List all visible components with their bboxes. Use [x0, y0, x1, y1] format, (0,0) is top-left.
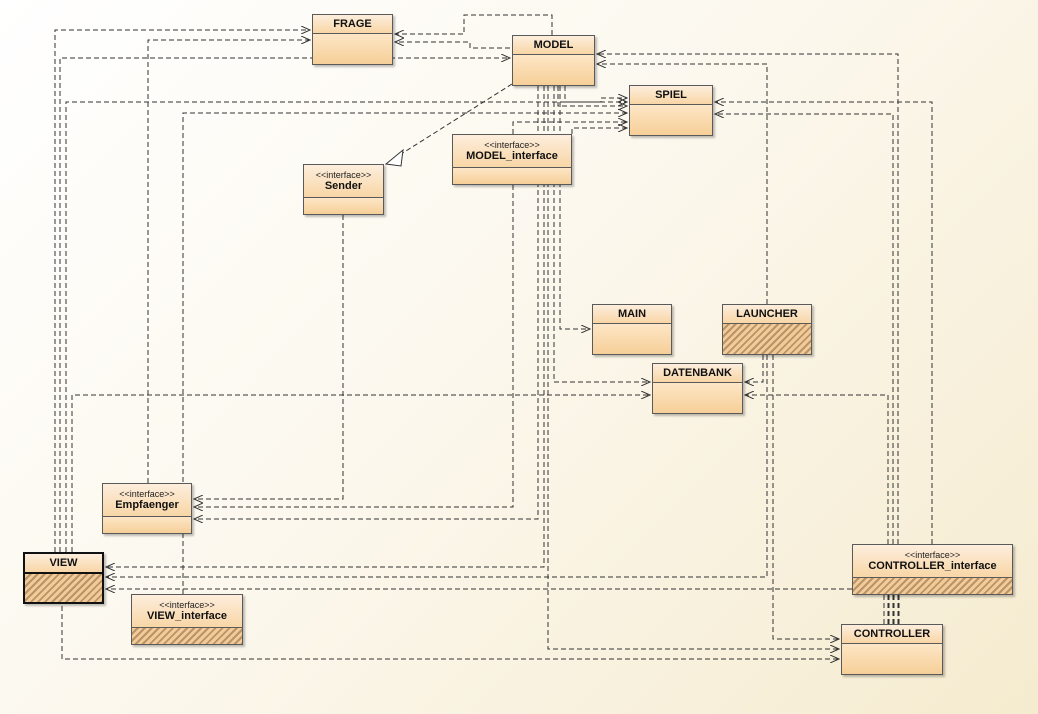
class-name: Empfaenger	[115, 499, 179, 511]
class-launcher[interactable]: LAUNCHER	[722, 304, 812, 355]
class-datenbank[interactable]: DATENBANK	[652, 363, 743, 414]
class-name: MODEL	[533, 39, 574, 51]
class-name: FRAGE	[333, 18, 372, 30]
class-name: DATENBANK	[663, 367, 732, 379]
dependency-edge	[71, 395, 650, 552]
class-name: MODEL_interface	[466, 150, 558, 162]
class-model-interface[interactable]: <<interface>> MODEL_interface	[452, 134, 572, 185]
dependency-edge	[61, 606, 839, 659]
dependency-edge	[772, 355, 839, 639]
class-name: Sender	[324, 180, 363, 192]
class-spiel[interactable]: SPIEL	[629, 85, 713, 136]
dependency-edge	[194, 86, 539, 519]
stereotype-label: <<interface>>	[484, 140, 540, 150]
dependency-edge	[106, 86, 545, 567]
dependency-edge	[194, 215, 344, 499]
stereotype-label: <<interface>>	[315, 170, 372, 180]
dependency-edge	[597, 54, 899, 624]
class-name: SPIEL	[655, 89, 687, 101]
dependency-edge	[395, 42, 510, 49]
dependency-edge	[194, 185, 514, 507]
class-main[interactable]: MAIN	[592, 304, 672, 355]
realization-triangle-icon	[384, 148, 404, 167]
dependency-edge	[59, 58, 510, 552]
dependency-edge	[512, 122, 627, 134]
class-sender[interactable]: <<interface>> Sender	[303, 164, 384, 215]
class-name: CONTROLLER_interface	[868, 560, 997, 572]
class-name: CONTROLLER	[853, 628, 931, 640]
dependency-edge	[106, 355, 768, 577]
class-frage[interactable]: FRAGE	[312, 14, 393, 65]
class-name: VIEW_interface	[146, 610, 228, 622]
class-controller-interface[interactable]: <<interface>> CONTROLLER_interface	[852, 544, 1013, 595]
dependency-edge	[547, 86, 839, 649]
stereotype-label: <<interface>>	[159, 600, 215, 610]
dependency-edge	[571, 128, 627, 134]
dependency-edge	[564, 86, 627, 103]
stereotype-label: <<interface>>	[119, 489, 175, 499]
class-empfaenger[interactable]: <<interface>> Empfaenger	[102, 483, 192, 534]
dependency-edge	[147, 40, 310, 483]
dependency-edge	[597, 64, 768, 304]
class-view[interactable]: VIEW	[23, 552, 104, 604]
class-name: MAIN	[617, 308, 647, 320]
class-controller[interactable]: CONTROLLER	[841, 624, 943, 675]
dependency-edge	[54, 30, 310, 552]
class-model[interactable]: MODEL	[512, 35, 595, 86]
realization-edge	[384, 83, 513, 167]
dependency-edge	[715, 102, 933, 544]
dependency-edge	[395, 14, 553, 35]
class-name: LAUNCHER	[736, 308, 798, 320]
stereotype-label: <<interface>>	[904, 550, 961, 560]
class-name: VIEW	[49, 557, 78, 569]
dependency-edge	[745, 355, 764, 382]
dependency-edge	[715, 114, 894, 624]
dependency-edge	[557, 86, 627, 106]
dependency-edge	[65, 102, 627, 552]
class-view-interface[interactable]: <<interface>> VIEW_interface	[131, 594, 243, 645]
dependency-edge	[182, 113, 627, 594]
